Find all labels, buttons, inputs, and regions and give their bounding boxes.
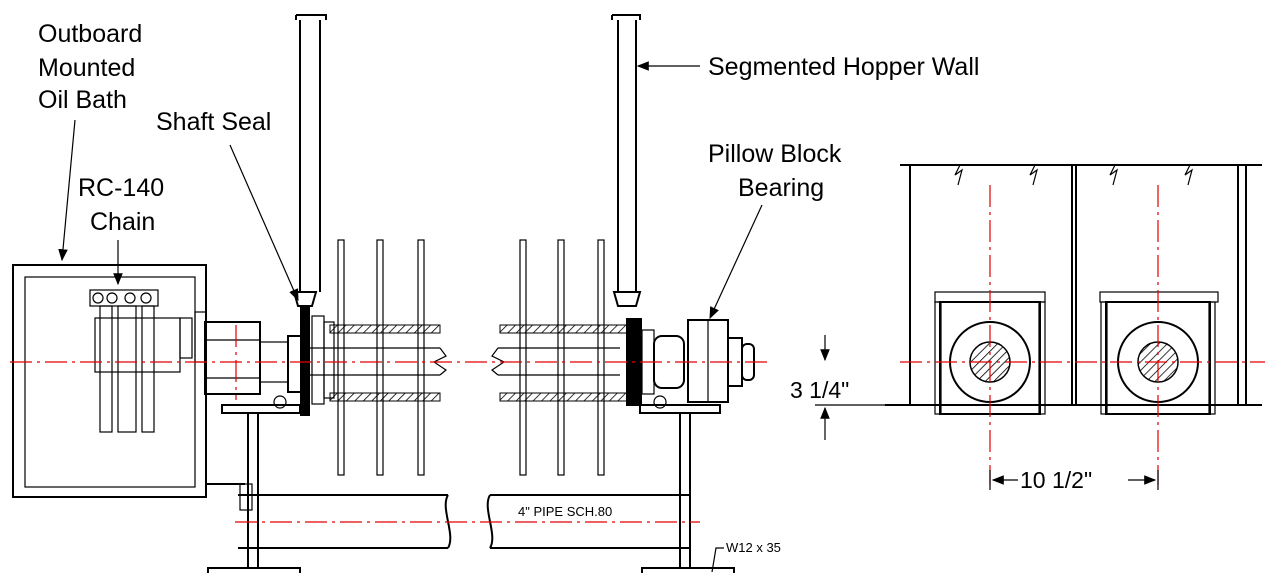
dimension-horizontal: 10 1/2"	[989, 467, 1159, 493]
beam-label: W12 x 35	[726, 540, 781, 555]
pillow-block-bearing	[653, 319, 755, 403]
callout-shaft-seal: Shaft Seal	[156, 108, 271, 136]
trough-right	[1099, 291, 1219, 415]
callout-chain: RC-140 Chain	[78, 174, 164, 236]
callout-pillow-block: Pillow Block Bearing	[708, 140, 842, 202]
dim-10-1-2: 10 1/2"	[1020, 467, 1092, 493]
beam-left	[207, 395, 301, 573]
chain-line-2: Chain	[90, 208, 155, 236]
rc-140-chain	[89, 289, 181, 433]
shaft-seal	[292, 291, 335, 416]
leaders	[58, 61, 763, 573]
dim-3-1-4: 3 1/4"	[790, 377, 849, 403]
oil-bath-line-1: Outboard	[38, 20, 142, 48]
beam-right	[639, 395, 735, 573]
hopper-section-view	[885, 164, 1262, 415]
pillow-block-line-1: Pillow Block	[708, 140, 842, 168]
hopper-wall-right	[611, 14, 642, 307]
paddles-left	[329, 239, 441, 476]
pillow-block-line-2: Bearing	[738, 174, 824, 202]
pipe-label: 4" PIPE SCH.80	[518, 504, 612, 519]
chain-line-1: RC-140	[78, 174, 164, 202]
dimension-vertical: 3 1/4"	[790, 335, 890, 440]
callout-hopper-wall: Segmented Hopper Wall	[708, 53, 979, 81]
pipe-4in	[238, 494, 690, 549]
oil-bath-line-3: Oil Bath	[38, 86, 127, 114]
hopper-wall-left	[295, 14, 327, 292]
centerlines	[10, 185, 1265, 523]
callout-oil-bath: Outboard Mounted Oil Bath	[38, 20, 142, 114]
paddles-right	[490, 239, 655, 476]
oil-bath-line-2: Mounted	[38, 54, 135, 82]
